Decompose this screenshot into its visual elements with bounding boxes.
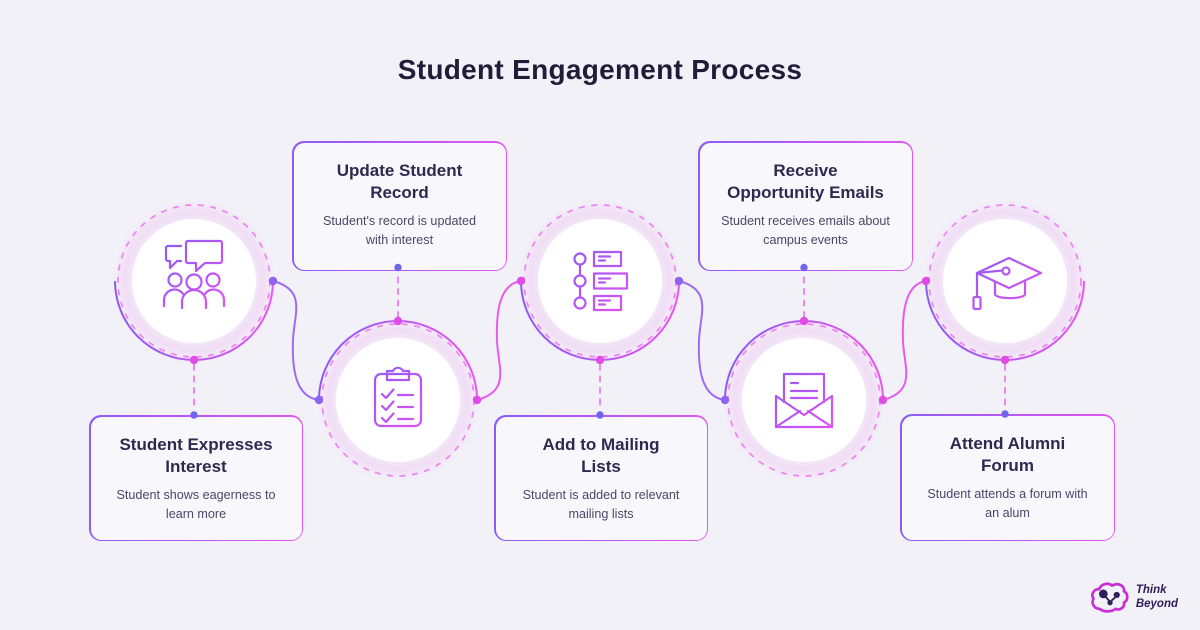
step-card-2: Update Student Record Student's record i… [292,141,507,271]
step-card-5-description: Student attends a forum with an alum [927,486,1088,520]
step-card-2-title: Update Student Record [336,160,463,202]
step-card-1-description: Student shows eagerness to learn more [116,487,276,521]
step-card-1: Student Expresses Interest Student shows… [89,415,303,541]
brand-name: Think Beyond [1136,584,1178,610]
brand-name-line1: Think [1135,584,1167,597]
step-card-2-description: Student's record is updated with interes… [323,213,476,247]
brand-cloud-network-icon [1090,582,1129,613]
step-card-5: Attend Alumni Forum Student attends a fo… [900,414,1115,541]
step-card-5-title: Attend Alumni Forum [949,433,1066,475]
brand-logo: Think Beyond [1089,581,1178,614]
step-card-4: Receive Opportunity Emails Student recei… [698,141,913,271]
page-title: Student Engagement Process [397,54,803,85]
step-card-3: Add to Mailing Lists Student is added to… [494,415,708,541]
step-card-4-title: Receive Opportunity Emails [727,160,884,202]
brand-name-line2: Beyond [1135,597,1178,610]
step-card-3-title: Add to Mailing Lists [542,434,660,476]
step-card-4-description: Student receives emails about campus eve… [721,213,890,247]
step-card-3-description: Student is added to relevant mailing lis… [522,487,680,521]
step-card-1-title: Student Expresses Interest [119,434,273,476]
